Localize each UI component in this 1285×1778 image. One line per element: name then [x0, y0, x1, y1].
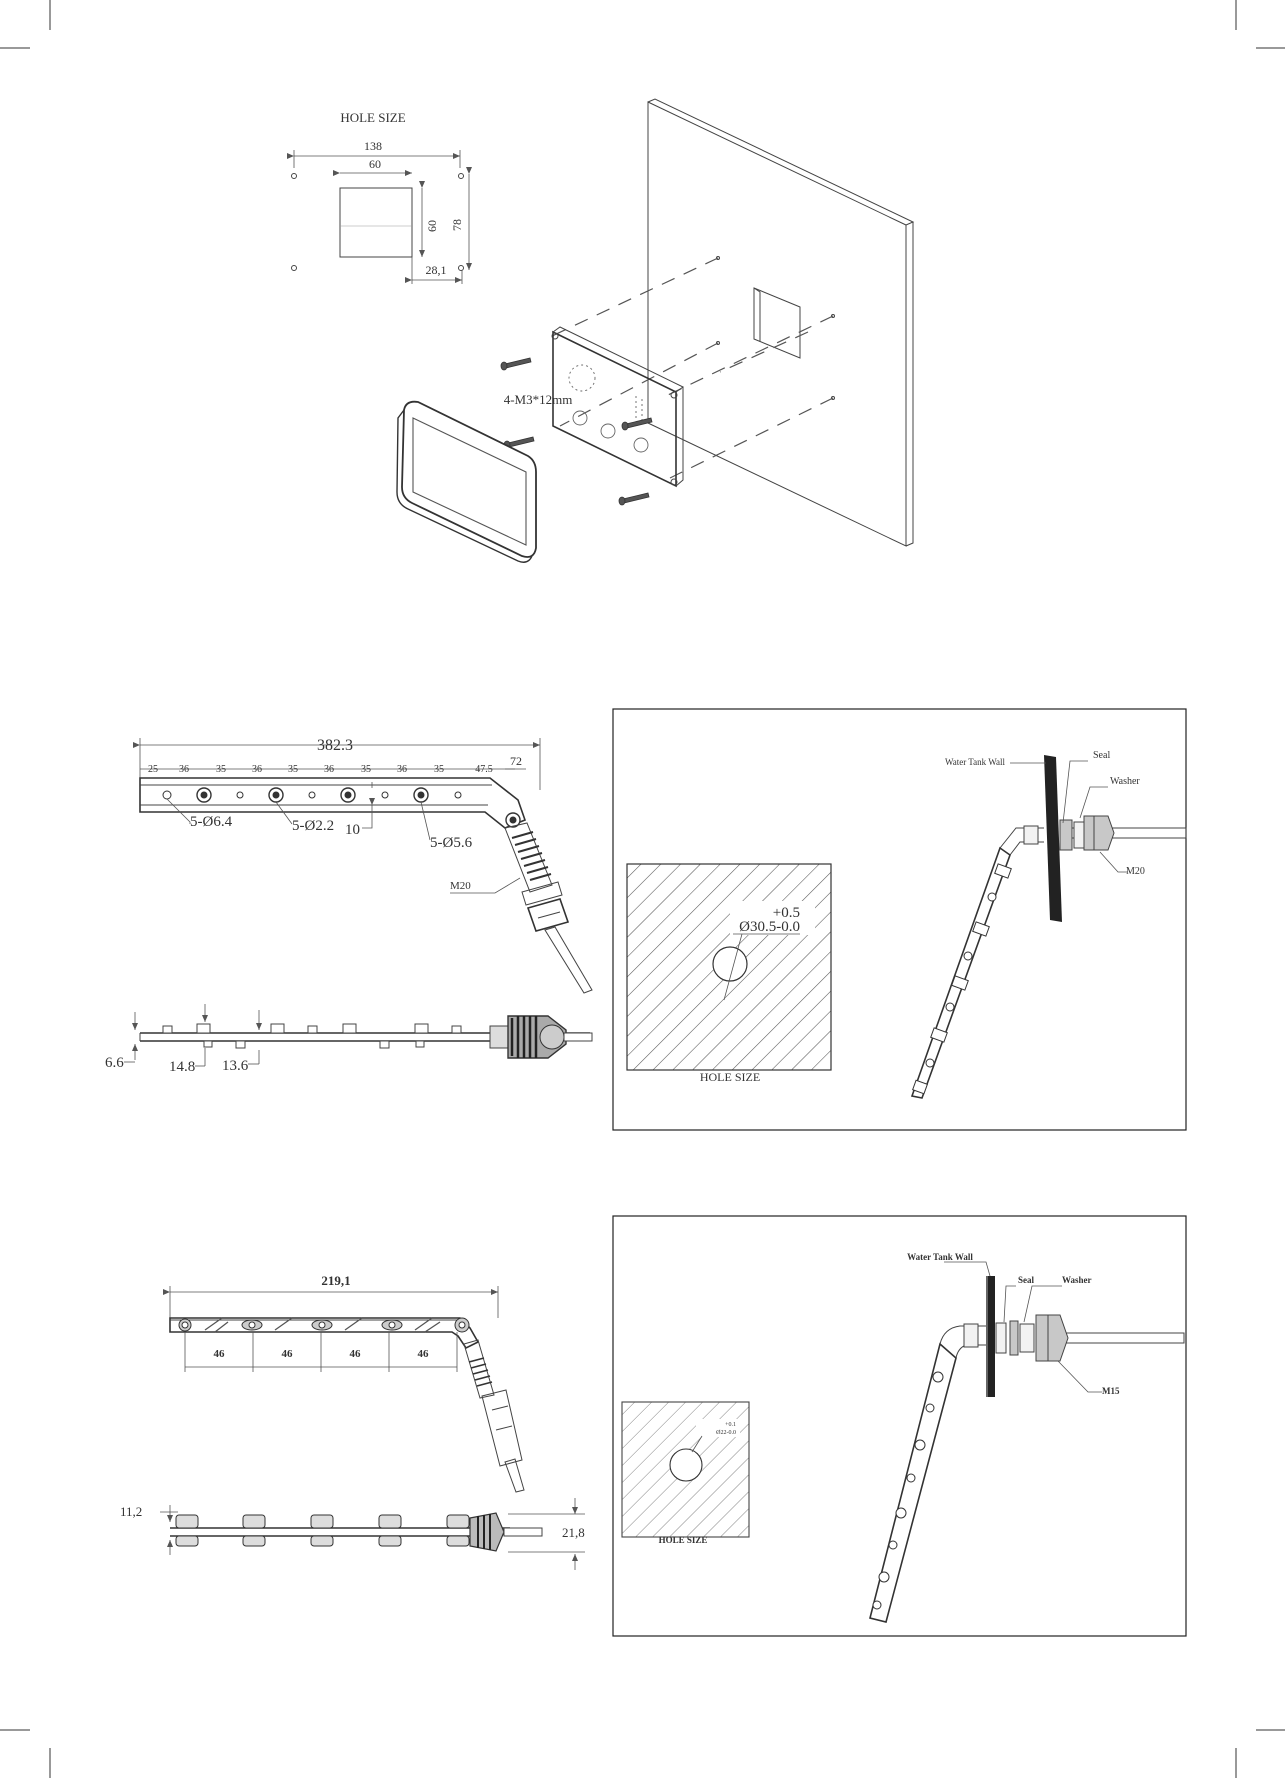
tank-wall-panel-large: +0.5 Ø30.5-0.0 HOLE SIZE Water Tank — [613, 709, 1186, 1130]
diameter-label: Ø30.5-0.0 — [739, 919, 800, 935]
small-height-left-label: 11,2 — [120, 1504, 142, 1519]
large-bar-side-view: 6.6 14.8 13.6 — [105, 1004, 592, 1075]
large-bar-top-view: 382.3 25 36 35 36 35 36 35 36 35 47.5 72 — [140, 737, 592, 993]
dim-height-label: 78 — [450, 219, 464, 231]
gap-label: 10 — [345, 822, 360, 838]
hole-b-label: 5-Ø2.2 — [292, 818, 334, 834]
small-length-label: 219,1 — [321, 1273, 350, 1288]
spacing-label: 36 — [179, 764, 189, 775]
spacing-label: 36 — [252, 764, 262, 775]
spacing-label: 35 — [216, 764, 226, 775]
dim-offset-label: 28,1 — [426, 263, 447, 277]
hole-c-label: 5-Ø5.6 — [430, 835, 473, 851]
hole-size-drawing: HOLE SIZE 138 60 60 78 28,1 — [292, 110, 470, 284]
small-bar-top-view: 219,1 46 46 46 46 — [170, 1273, 524, 1492]
overall-length-label: 382.3 — [317, 737, 353, 754]
small-diameter-label: Ø22-0.0 — [716, 1430, 736, 1436]
spacing-label: 47.5 — [475, 764, 493, 775]
hole-size-label: HOLE SIZE — [700, 1070, 760, 1084]
small-spacing-label: 46 — [350, 1348, 362, 1360]
small-wall-label: Water Tank Wall — [907, 1252, 973, 1262]
small-spacing-label: 46 — [282, 1348, 294, 1360]
small-washer-label: Washer — [1062, 1275, 1092, 1285]
hole-size-title: HOLE SIZE — [340, 110, 405, 125]
small-seal-label: Seal — [1018, 1275, 1035, 1285]
side-b-label: 14.8 — [169, 1059, 195, 1075]
small-spacing-label: 46 — [418, 1348, 430, 1360]
tank-wall-panel-small: +0.1 Ø22-0.0 HOLE SIZE Water Tank Wall S… — [613, 1216, 1186, 1636]
dim-width-label: 138 — [364, 139, 382, 153]
spacing-label: 35 — [434, 764, 444, 775]
dim-cutout-height-label: 60 — [425, 220, 439, 232]
thread-label: M20 — [450, 880, 471, 892]
spacing-label: 36 — [397, 764, 407, 775]
washer-label: Washer — [1110, 776, 1140, 787]
small-tank-thread-label: M15 — [1102, 1386, 1120, 1396]
spacing-label: 35 — [361, 764, 371, 775]
small-height-right-label: 21,8 — [562, 1525, 585, 1540]
elbow-dim-label: 72 — [510, 754, 522, 768]
threaded-fitting — [490, 1016, 592, 1058]
wall-exploded-view: 4-M3*12mm — [397, 99, 913, 562]
tank-thread-label: M20 — [1126, 866, 1145, 877]
dim-cutout-width-label: 60 — [369, 157, 381, 171]
wall-label: Water Tank Wall — [945, 757, 1006, 767]
small-threaded-pipe — [464, 1340, 524, 1492]
threaded-pipe — [505, 823, 592, 993]
hole-a-label: 5-Ø6.4 — [190, 814, 233, 830]
side-c-label: 13.6 — [222, 1058, 249, 1074]
spacing-label: 35 — [288, 764, 298, 775]
screws-label: 4-M3*12mm — [504, 392, 573, 407]
seal-label: Seal — [1093, 750, 1110, 761]
spacing-label: 25 — [148, 764, 158, 775]
side-a-label: 6.6 — [105, 1055, 124, 1071]
small-hole-size-label: HOLE SIZE — [659, 1535, 708, 1545]
small-tolerance-label: +0.1 — [725, 1422, 736, 1428]
small-bar-side-view: 11,2 21,8 — [120, 1498, 585, 1570]
spacing-label: 36 — [324, 764, 334, 775]
small-spacing-label: 46 — [214, 1348, 226, 1360]
